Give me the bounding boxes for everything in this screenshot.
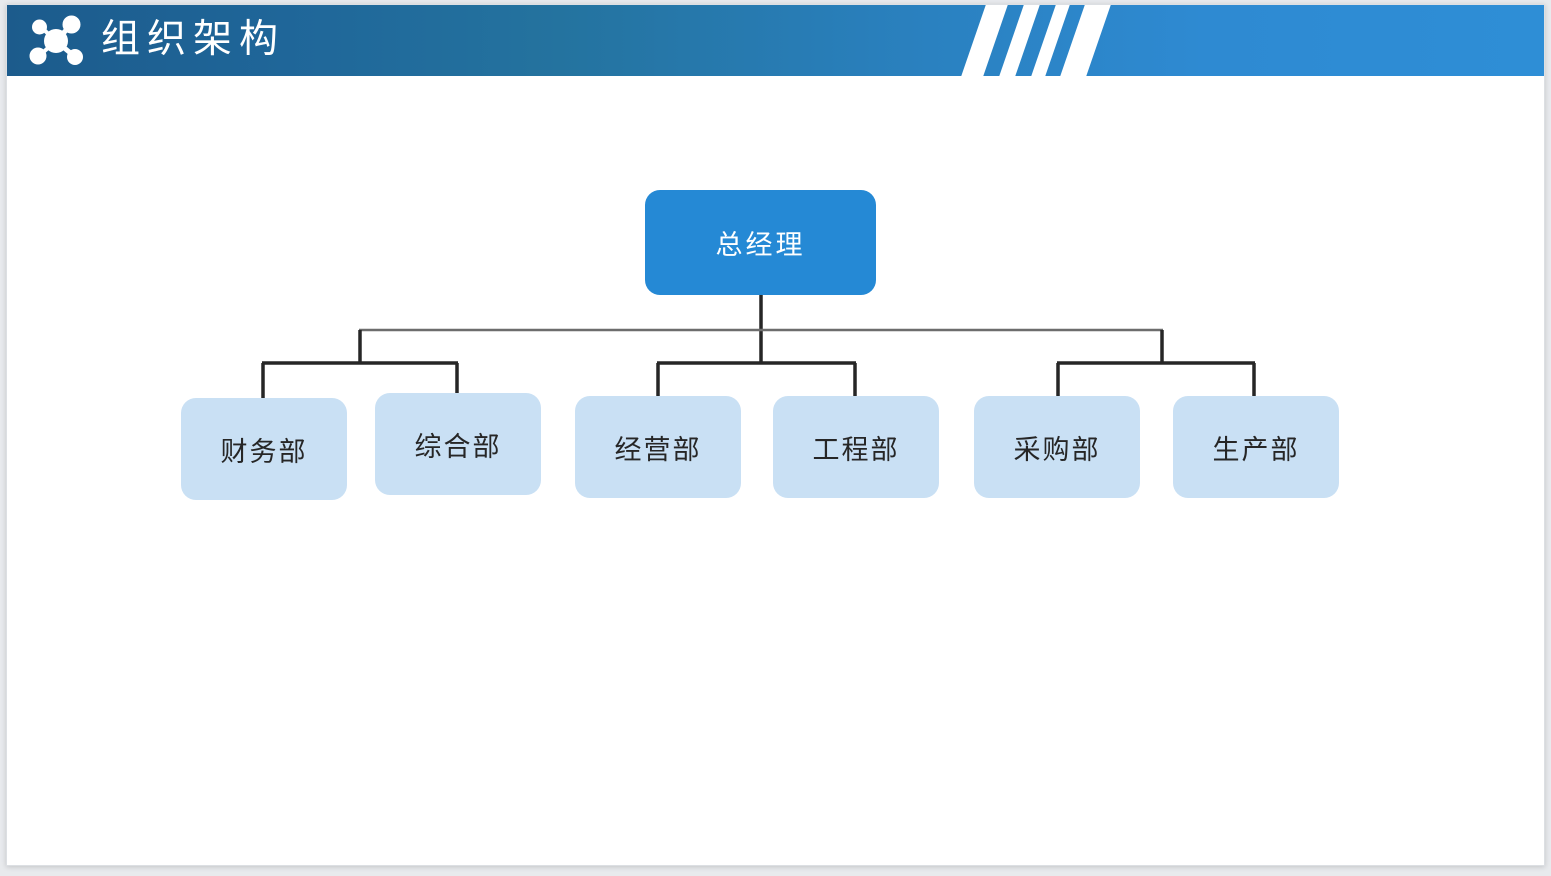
org-node-label: 工程部 [812, 434, 900, 465]
network-nodes-icon [29, 15, 83, 65]
org-node-label: 财务部 [220, 436, 308, 467]
slash-2 [996, 5, 1042, 76]
org-node-label: 采购部 [1013, 434, 1101, 465]
org-chart: 总经理 财务部 综合部 经营部 工程部 采购部 生产部 [7, 76, 1544, 865]
slide-header-bar: 组织架构 [7, 5, 1544, 76]
org-chart-connectors [261, 295, 1256, 398]
org-node-production[interactable]: 生产部 [1173, 396, 1339, 498]
org-node-root[interactable]: 总经理 [645, 190, 876, 295]
org-node-label: 经营部 [614, 434, 702, 465]
slash-3 [1028, 5, 1072, 76]
header-slash-decoration [958, 5, 1159, 76]
slash-4 [1057, 5, 1113, 76]
header-brand: 组织架构 [25, 5, 285, 76]
org-node-engineering[interactable]: 工程部 [773, 396, 939, 498]
org-node-label: 生产部 [1212, 434, 1300, 465]
org-node-root-label: 总经理 [715, 230, 806, 260]
page-title: 组织架构 [101, 17, 286, 61]
org-node-operations[interactable]: 经营部 [575, 396, 741, 498]
slash-1 [958, 5, 1010, 76]
slide-surface: 组织架构 [6, 4, 1545, 866]
org-node-finance[interactable]: 财务部 [181, 398, 347, 500]
org-node-procurement[interactable]: 采购部 [974, 396, 1140, 498]
org-node-general-affairs[interactable]: 综合部 [375, 393, 541, 495]
org-node-label: 综合部 [414, 431, 502, 462]
header-inner: 组织架构 [7, 5, 1544, 76]
